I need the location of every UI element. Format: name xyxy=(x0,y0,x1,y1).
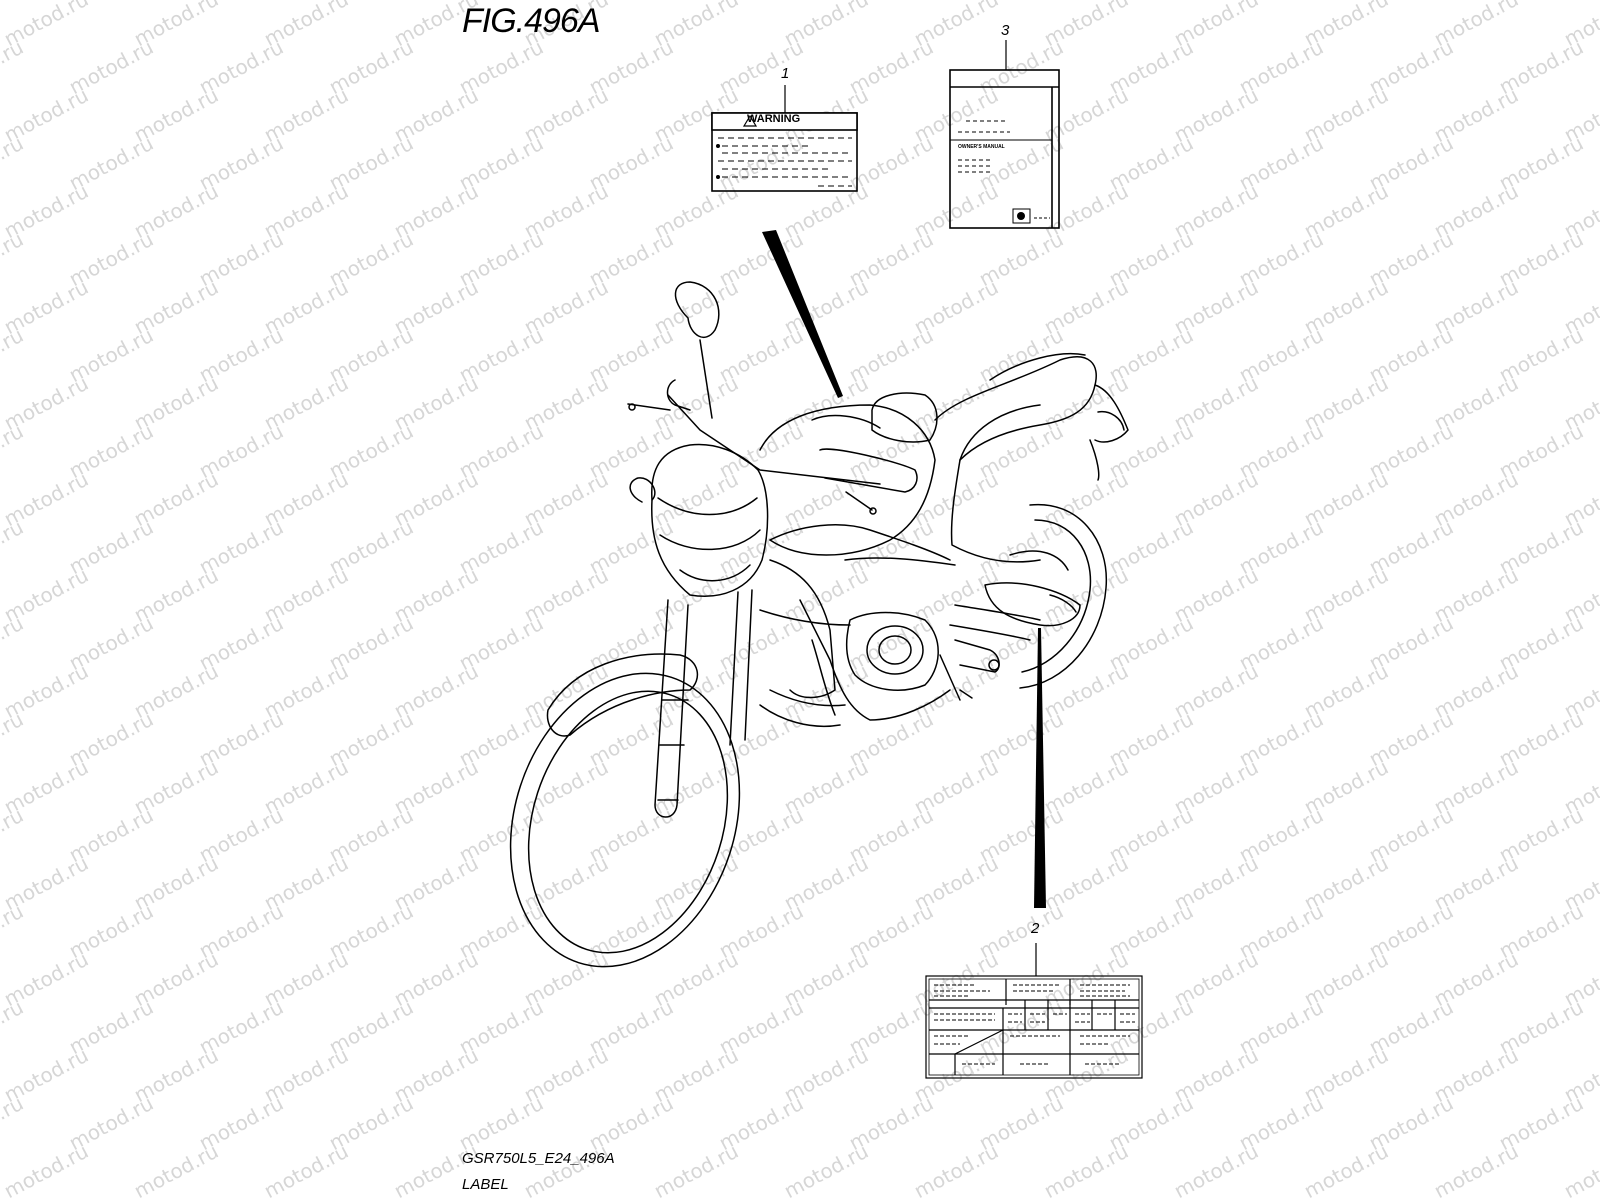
information-label[interactable] xyxy=(925,975,1143,1079)
pointer-wedge-1 xyxy=(762,230,843,398)
warning-label-heading: WARNING xyxy=(747,113,801,125)
warning-triangle-icon xyxy=(742,114,758,127)
callout-number-2[interactable]: 2 xyxy=(1031,920,1040,937)
owners-manual-book[interactable] xyxy=(949,69,1060,229)
figure-caption: LABEL xyxy=(462,1176,509,1193)
warning-label[interactable] xyxy=(711,112,858,192)
pointer-wedge-2 xyxy=(1034,628,1046,908)
callout-number-1[interactable]: 1 xyxy=(781,65,790,82)
owners-manual-title: OWNER'S MANUAL xyxy=(958,144,1005,150)
callout-number-3[interactable]: 3 xyxy=(1001,22,1010,39)
motorcycle-illustration xyxy=(509,281,1129,968)
figure-code: GSR750L5_E24_496A xyxy=(462,1150,615,1167)
figure-title: FIG.496A xyxy=(462,2,601,40)
